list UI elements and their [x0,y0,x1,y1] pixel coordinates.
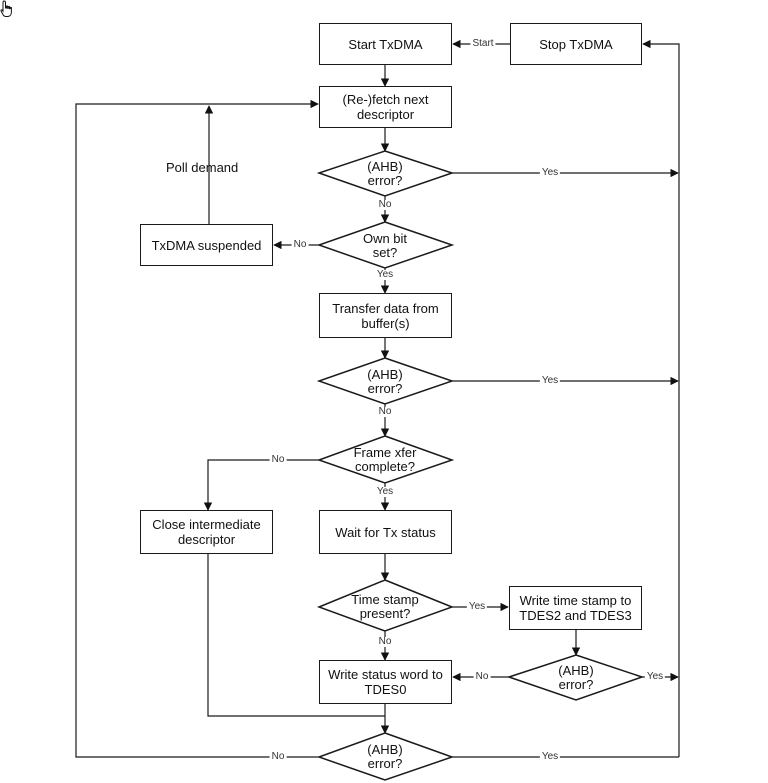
edge-label-no: No [473,671,491,682]
box-close-intermediate: Close intermediate descriptor [140,510,273,554]
edge-label-no: No [376,199,394,210]
decision-ahb-error-1-shape [316,150,455,197]
decision-ahb-error-2: (AHB) error? [367,367,403,396]
edge-label-yes: Yes [539,751,561,762]
edge-label-yes: Yes [374,486,396,497]
box-transfer-data: Transfer data from buffer(s) [319,293,452,338]
decision-ahb-error-4: (AHB) error? [367,742,403,771]
edge-label-yes: Yes [539,167,561,178]
edge-label-no: No [376,406,394,417]
decision-timestamp-present: Time stamp present? [351,592,419,621]
decision-own-bit-set: Own bit set? [362,231,408,260]
decision-ahb-error-2-shape [316,357,455,405]
edge-label-yes: Yes [539,375,561,386]
decision-ahb-error-4-shape [316,732,455,781]
edge-label-no: No [291,239,309,250]
edge-label-yes: Yes [374,269,396,280]
box-write-status-word: Write status word to TDES0 [319,660,452,704]
edge-label-yes: Yes [466,601,488,612]
decision-ahb-error-3: (AHB) error? [558,663,594,692]
edge-label-start: Start [470,38,496,49]
edge-label-no: No [269,454,287,465]
decision-ahb-error-1: (AHB) error? [367,159,403,188]
box-start-txdma: Start TxDMA [319,23,452,65]
decision-frame-complete-shape [316,435,455,484]
note-poll-demand: Poll demand [166,160,239,175]
box-write-timestamp: Write time stamp to TDES2 and TDES3 [509,586,642,630]
decision-frame-xfer-complete: Frame xfer complete? [353,445,417,474]
decision-ahb-error-3-shape [506,654,645,701]
box-refetch-descriptor: (Re-)fetch next descriptor [319,86,452,128]
box-txdma-suspended: TxDMA suspended [140,224,273,266]
edge-label-no: No [269,751,287,762]
decision-own-bit-shape [316,221,455,269]
edge-label-no: No [376,636,394,647]
box-stop-txdma: Stop TxDMA [510,23,642,65]
box-wait-tx-status: Wait for Tx status [319,510,452,554]
hand-cursor-icon [0,0,12,17]
decision-timestamp-present-shape [316,579,455,632]
edge-label-yes: Yes [644,671,666,682]
